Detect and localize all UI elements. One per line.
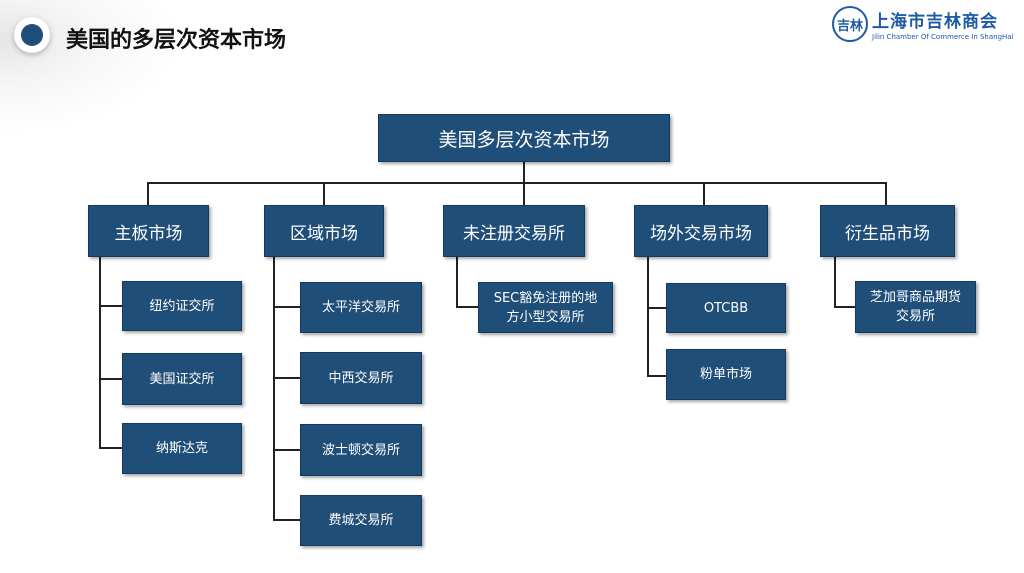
title-bullet-icon: [14, 17, 50, 53]
connector: [147, 182, 887, 184]
node-boston: 波士顿交易所: [300, 424, 422, 476]
connector: [323, 182, 325, 205]
node-otc: 场外交易市场: [634, 205, 768, 257]
connector: [99, 447, 122, 449]
node-regional: 区域市场: [264, 205, 384, 257]
node-pink-sheets: 粉单市场: [666, 349, 786, 400]
connector: [647, 375, 666, 377]
connector: [703, 182, 705, 205]
connector: [885, 182, 887, 205]
node-sec-exempt: SEC豁免注册的地方小型交易所: [478, 282, 613, 333]
connector: [523, 182, 525, 205]
connector: [273, 377, 300, 379]
node-otcbb: OTCBB: [666, 283, 786, 333]
connector: [456, 257, 458, 308]
connector: [456, 306, 478, 308]
connector: [523, 162, 525, 184]
connector: [273, 257, 275, 521]
node-amex: 美国证交所: [122, 353, 242, 405]
connector: [834, 257, 836, 308]
connector: [834, 306, 855, 308]
logo-name: 上海市吉林商会: [872, 12, 998, 32]
node-cbot: 芝加哥商品期货交易所: [855, 281, 976, 333]
connector: [99, 378, 122, 380]
node-main-board: 主板市场: [88, 205, 209, 257]
connector: [647, 257, 649, 377]
connector: [147, 182, 149, 205]
node-nyse: 纽约证交所: [122, 281, 242, 331]
connector: [99, 257, 101, 449]
node-philadelphia: 费城交易所: [300, 495, 422, 546]
connector: [273, 519, 300, 521]
connector: [273, 449, 300, 451]
node-unregistered: 未注册交易所: [443, 205, 585, 257]
node-pacific: 太平洋交易所: [300, 282, 422, 333]
logo-english: Jilin Chamber Of Commerce In ShangHai: [872, 33, 1014, 41]
node-nasdaq: 纳斯达克: [122, 423, 242, 474]
node-midwest: 中西交易所: [300, 352, 422, 404]
connector: [273, 306, 300, 308]
page-title: 美国的多层次资本市场: [66, 28, 287, 53]
connector: [99, 305, 122, 307]
seal-icon: 吉林: [832, 6, 868, 42]
node-derivatives: 衍生品市场: [820, 205, 955, 257]
connector: [647, 307, 666, 309]
root-node: 美国多层次资本市场: [378, 114, 670, 162]
